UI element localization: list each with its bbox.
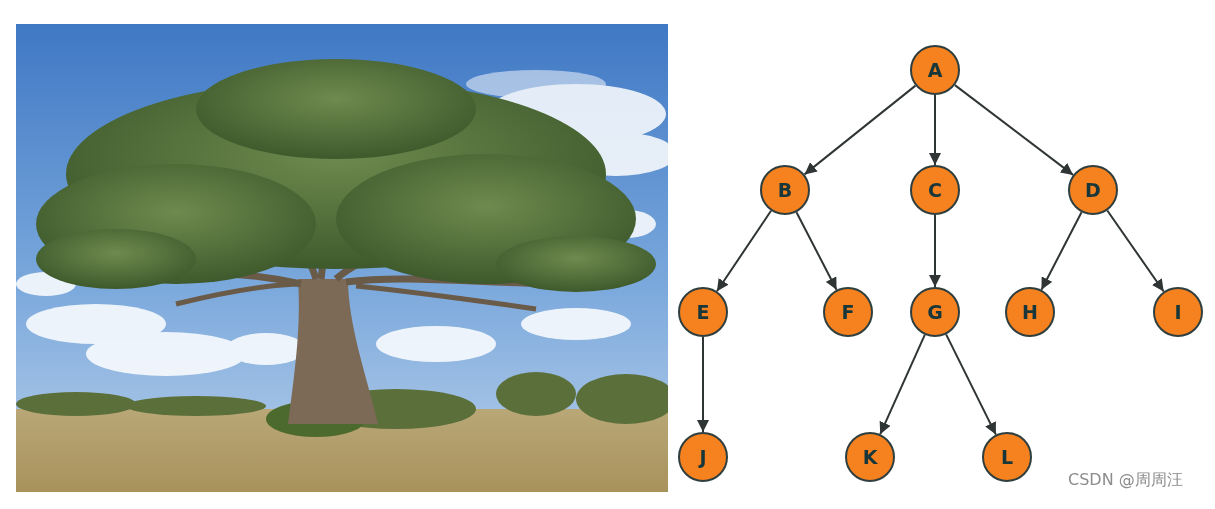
tree-edge-arrow — [955, 85, 1073, 175]
tree-edge-arrow — [934, 95, 936, 165]
tree-node-circle: A — [910, 45, 960, 95]
node-letter: I — [1174, 303, 1181, 322]
node-letter: D — [1085, 181, 1101, 200]
node-letter: A — [928, 61, 943, 80]
tree-edge-arrow — [717, 211, 771, 292]
node-letter: E — [697, 303, 710, 322]
tree-node-circle: F — [823, 287, 873, 337]
tree-node-circle: G — [910, 287, 960, 337]
tree-edge-arrow — [796, 212, 836, 290]
tree-node-circle: K — [845, 432, 895, 482]
node-letter: H — [1022, 303, 1038, 322]
watermark: CSDN @周周汪 — [1068, 470, 1183, 491]
node-letter: L — [1001, 448, 1013, 467]
tree-edge-arrow — [880, 335, 925, 434]
node-letter: B — [778, 181, 792, 200]
node-letter: J — [699, 448, 706, 467]
tree-node-circle: I — [1153, 287, 1203, 337]
tree-node-circle: D — [1068, 165, 1118, 215]
tree-node-circle: J — [678, 432, 728, 482]
tree-edge-arrow — [1107, 211, 1163, 292]
tree-edge-arrow — [805, 86, 916, 175]
baobab-photo — [16, 24, 668, 492]
tree-edge-arrow — [946, 334, 996, 434]
node-letter: G — [927, 303, 943, 322]
tree-node-circle: E — [678, 287, 728, 337]
tree-edge-arrow — [1041, 212, 1081, 290]
node-letter: K — [863, 448, 878, 467]
tree-edge-arrow — [702, 337, 704, 432]
node-letter: F — [842, 303, 855, 322]
tree-node-circle: L — [982, 432, 1032, 482]
tree-node-circle: B — [760, 165, 810, 215]
tree-edge-arrow — [934, 215, 936, 287]
tree-node-circle: H — [1005, 287, 1055, 337]
node-letter: C — [928, 181, 942, 200]
tree-node-circle: C — [910, 165, 960, 215]
